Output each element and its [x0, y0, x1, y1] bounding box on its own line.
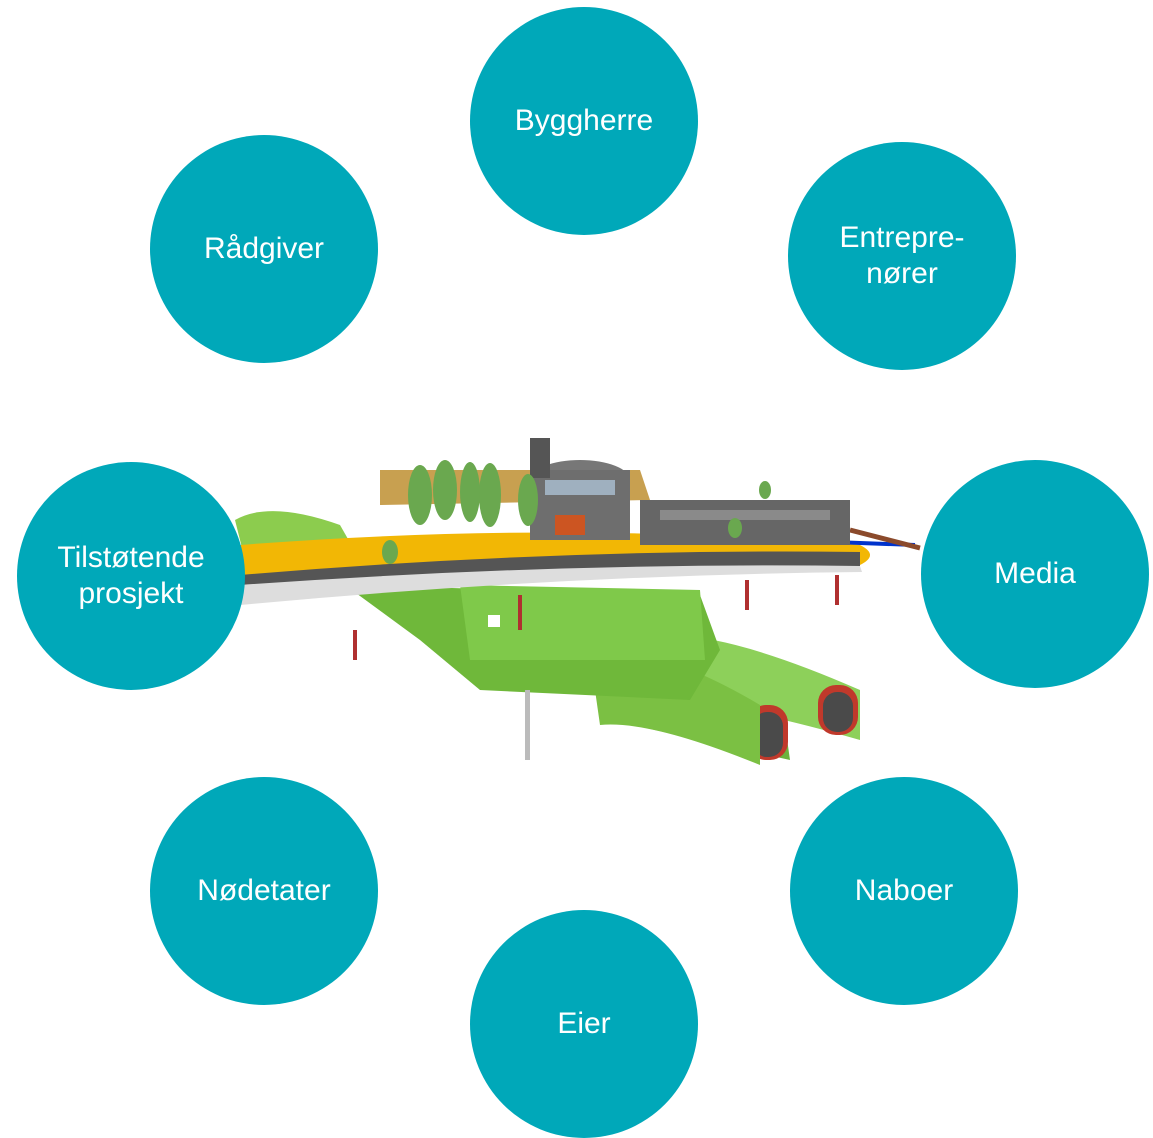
stakeholder-tilstotende-prosjekt: Tilstøtende prosjekt [17, 462, 245, 690]
stakeholder-nodetater: Nødetater [150, 777, 378, 1005]
stakeholder-naboer: Naboer [790, 777, 1018, 1005]
stakeholder-label: Tilstøtende prosjekt [57, 541, 205, 610]
support-posts [353, 575, 839, 660]
trees [382, 460, 771, 564]
stakeholder-byggherre: Byggherre [470, 7, 698, 235]
stakeholder-label: Naboer [854, 874, 954, 907]
stakeholder-label: Eier [557, 1007, 611, 1040]
stakeholder-entreprenorer: Entrepre- nører [788, 142, 1016, 370]
stakeholder-label: Entrepre- nører [839, 221, 965, 290]
stakeholder-media: Media [921, 460, 1149, 688]
stakeholder-label: Rådgiver [203, 232, 325, 265]
stakeholder-radgiver: Rådgiver [150, 135, 378, 363]
stakeholder-eier: Eier [470, 910, 698, 1138]
stakeholder-label: Media [994, 557, 1076, 590]
stakeholder-label: Nødetater [197, 874, 331, 907]
foundation-block [345, 585, 720, 760]
stakeholder-label: Byggherre [514, 104, 654, 137]
